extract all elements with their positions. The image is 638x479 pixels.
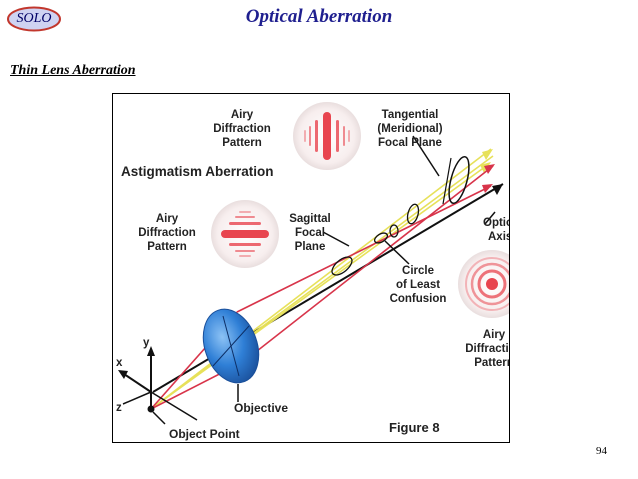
svg-text:Airy: Airy bbox=[231, 109, 254, 121]
tangential-pointer bbox=[412, 135, 440, 177]
page-number: 94 bbox=[596, 445, 607, 457]
z-axis-line-2 bbox=[122, 391, 152, 405]
svg-text:Airy: Airy bbox=[483, 329, 506, 341]
label-axis-y: y bbox=[143, 337, 150, 349]
object-point-dot bbox=[147, 405, 155, 413]
red-ray-2b bbox=[242, 165, 494, 363]
y-axis-arrowhead bbox=[147, 346, 155, 356]
label-optical-axis: Optical Axis bbox=[483, 217, 509, 243]
optical-axis-arrowhead bbox=[492, 184, 503, 195]
section-heading: Thin Lens Aberration bbox=[10, 63, 136, 78]
svg-text:Plane: Plane bbox=[295, 241, 326, 253]
svg-text:Airy: Airy bbox=[156, 213, 179, 225]
label-tangential: Tangential (Meridional) Focal Plane bbox=[377, 109, 442, 149]
red-arrowhead-2 bbox=[484, 164, 495, 174]
svg-text:Pattern: Pattern bbox=[147, 241, 187, 253]
tangential-plane-ellipse bbox=[448, 155, 470, 205]
svg-text:Circle: Circle bbox=[402, 265, 434, 277]
airy-pattern-right bbox=[458, 250, 509, 318]
lens-crossline-2 bbox=[222, 315, 240, 377]
svg-text:Pattern: Pattern bbox=[474, 357, 509, 369]
slide-title: Optical Aberration bbox=[245, 6, 393, 27]
astigmatism-diagram: Astigmatism Aberration bbox=[116, 102, 509, 441]
label-airy-right: Airy Diffraction Pattern bbox=[465, 329, 509, 369]
label-airy-top: Airy Diffraction Pattern bbox=[213, 109, 271, 149]
figure-caption: Figure 8 bbox=[389, 420, 440, 435]
tangential-focal-line bbox=[442, 157, 452, 205]
airy-pattern-left bbox=[211, 200, 279, 268]
label-objective: Objective bbox=[234, 401, 288, 415]
svg-text:Focal Plane: Focal Plane bbox=[378, 137, 442, 149]
red-arrowhead-1 bbox=[482, 184, 493, 193]
red-ray-1b bbox=[236, 185, 492, 313]
svg-text:(Meridional): (Meridional) bbox=[377, 123, 442, 135]
circle-pointer bbox=[384, 240, 410, 265]
label-sagittal: Sagittal Focal Plane bbox=[289, 213, 331, 253]
sagittal-pointer bbox=[322, 231, 350, 247]
label-object-point: Object Point bbox=[169, 427, 240, 441]
z-axis-line bbox=[150, 391, 198, 421]
astigmatism-figure: Astigmatism Aberration bbox=[112, 93, 510, 443]
solo-badge: SOLO bbox=[6, 6, 62, 32]
airy-pattern-top bbox=[293, 102, 361, 170]
svg-text:of Least: of Least bbox=[396, 279, 440, 291]
svg-text:Optical: Optical bbox=[483, 217, 509, 229]
object-point-pointer bbox=[152, 411, 166, 425]
least-confusion-ellipse-1 bbox=[373, 232, 389, 244]
svg-text:Axis: Axis bbox=[488, 231, 509, 243]
svg-text:Confusion: Confusion bbox=[390, 293, 447, 305]
svg-text:Diffraction: Diffraction bbox=[465, 343, 509, 355]
least-confusion-ellipse-2 bbox=[389, 224, 399, 238]
svg-text:Tangential: Tangential bbox=[382, 109, 439, 121]
label-airy-left: Airy Diffraction Pattern bbox=[138, 213, 196, 253]
yellow-ray-1 bbox=[150, 148, 492, 410]
label-axis-x: x bbox=[116, 357, 123, 369]
svg-text:Sagittal: Sagittal bbox=[289, 213, 331, 225]
label-axis-z: z bbox=[116, 402, 122, 414]
x-axis-line bbox=[120, 371, 152, 393]
yellow-ray-3 bbox=[150, 155, 494, 410]
label-circle-least-confusion: Circle of Least Confusion bbox=[390, 265, 447, 305]
svg-text:Diffraction: Diffraction bbox=[138, 227, 196, 239]
svg-text:Pattern: Pattern bbox=[222, 137, 262, 149]
svg-text:Focal: Focal bbox=[295, 227, 325, 239]
solo-badge-ellipse bbox=[7, 6, 61, 32]
optical-axis-pointer bbox=[484, 211, 496, 225]
svg-text:Diffraction: Diffraction bbox=[213, 123, 271, 135]
solo-badge-text: SOLO bbox=[16, 11, 52, 26]
plane-ellipse-3 bbox=[406, 203, 420, 225]
x-axis-arrowhead bbox=[118, 370, 128, 379]
yellow-arrowhead-1 bbox=[482, 149, 493, 160]
sagittal-plane-ellipse bbox=[331, 256, 353, 276]
figure-heading: Astigmatism Aberration bbox=[121, 164, 274, 179]
